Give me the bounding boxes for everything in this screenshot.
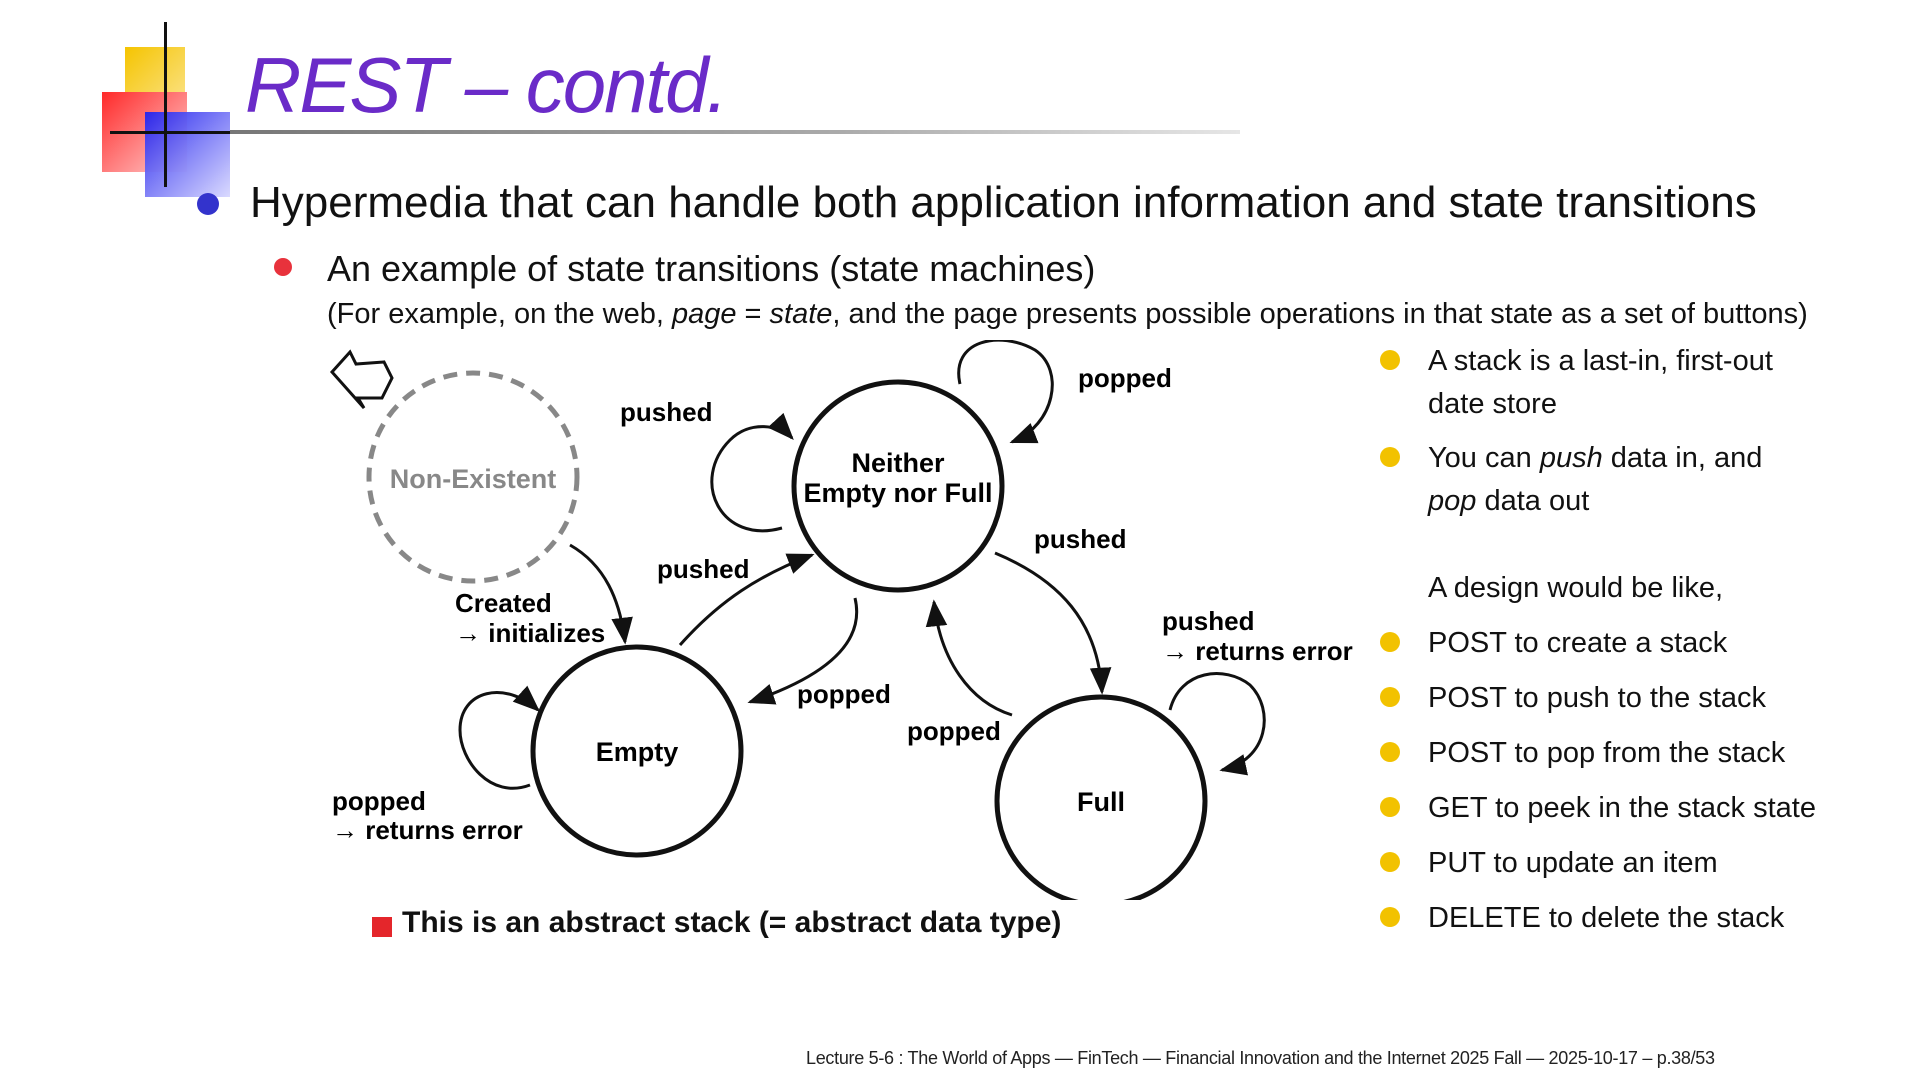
logo-blue-square (145, 112, 230, 197)
push-pre: You can (1428, 442, 1540, 474)
logo-vertical-line (164, 22, 167, 187)
start-arrow-icon (329, 349, 394, 409)
state-neither-label-2: Empty nor Full (804, 478, 993, 508)
state-neither-label-1: Neither (851, 448, 945, 478)
design-item-5: PUT to update an item (1428, 847, 1718, 879)
right-item-push-pop-2: pop data out (1428, 485, 1589, 518)
logo-horizontal-line (110, 131, 230, 134)
label-pushed-empty-neither: pushed (657, 554, 749, 584)
arrow-full-to-neither (925, 599, 1013, 717)
arrow-neither-to-full (994, 551, 1112, 695)
design-item-2: POST to push to the stack (1428, 682, 1766, 714)
web-example-state: state (769, 298, 833, 330)
design-item-4: GET to peek in the stack state (1428, 792, 1816, 824)
label-pushed-full-1: pushed (1162, 606, 1254, 636)
label-popped-full-neither: popped (907, 716, 1001, 746)
state-non-existent-label: Non-Existent (390, 464, 557, 494)
right-bullet-dot-8 (1380, 907, 1400, 927)
right-item-stack-def-1: A stack is a last-in, first-out (1428, 345, 1773, 377)
right-bullet-dot-3 (1380, 632, 1400, 652)
web-example-pre: (For example, on the web, (327, 298, 672, 330)
label-popped-top-loop: popped (1078, 363, 1172, 393)
label-created-1: Created (455, 588, 552, 618)
label-pushed-top-loop: pushed (620, 397, 712, 427)
design-item-6: DELETE to delete the stack (1428, 902, 1785, 934)
bullet-level2-dot (274, 258, 292, 276)
pop-post: data out (1476, 485, 1590, 517)
label-created-2: → initializes (455, 618, 605, 648)
label-popped-neither-empty: popped (797, 679, 891, 709)
slide-logo (100, 22, 240, 197)
web-example-post: , and the page presents possible operati… (832, 298, 1808, 330)
right-item-stack-def-2: date store (1428, 388, 1557, 420)
state-non-existent (366, 370, 580, 584)
label-pushed-full-2: → returns error (1162, 636, 1353, 666)
bullet-level1-dot (197, 193, 219, 215)
right-bullet-dot-7 (1380, 852, 1400, 872)
right-bullet-dot-5 (1380, 742, 1400, 762)
push-em: push (1539, 442, 1603, 474)
state-diagram: Non-Existent Neither Empty nor Full Empt… (329, 340, 1353, 900)
label-pushed-neither-full: pushed (1034, 524, 1126, 554)
legend-square-icon (372, 917, 392, 937)
right-bullet-dot-2 (1380, 447, 1400, 467)
right-bullet-dot-1 (1380, 350, 1400, 370)
legend-text: This is an abstract stack (= abstract da… (402, 906, 1062, 939)
title-underline (230, 130, 1240, 134)
arrow-full-loop (1168, 672, 1266, 776)
right-bullet-dot-4 (1380, 687, 1400, 707)
design-item-1: POST to create a stack (1428, 627, 1728, 659)
design-item-3: POST to pop from the stack (1428, 737, 1786, 769)
bullet-hypermedia: Hypermedia that can handle both applicat… (250, 178, 1757, 227)
label-popped-empty-2: → returns error (332, 815, 523, 845)
right-bullet-dot-6 (1380, 797, 1400, 817)
state-full (994, 694, 1208, 900)
slide-footer: Lecture 5-6 : The World of Apps — FinTec… (806, 1048, 1715, 1068)
state-empty-label: Empty (596, 737, 679, 767)
bullet-web-example: (For example, on the web, page = state, … (327, 298, 1808, 331)
pop-em: pop (1428, 485, 1477, 517)
web-example-eq: = (736, 298, 770, 330)
bullet-state-transitions: An example of state transitions (state m… (327, 248, 1096, 289)
arrow-neither-to-empty (747, 597, 859, 705)
push-post: data in, and (1602, 442, 1763, 474)
state-full-label: Full (1077, 787, 1125, 817)
arrow-neither-loop-popped (957, 340, 1054, 444)
arrow-created (569, 543, 633, 645)
right-item-push-pop-1: You can push data in, and (1428, 442, 1762, 475)
arrow-empty-loop (458, 685, 540, 790)
label-popped-empty-1: popped (332, 786, 426, 816)
web-example-page: page (671, 298, 737, 330)
arrow-empty-to-neither (678, 553, 815, 646)
arrow-neither-loop-pushed (710, 412, 794, 533)
state-neither-empty-nor-full (791, 379, 1005, 593)
state-empty (530, 644, 744, 858)
slide-title: REST – contd. (245, 41, 728, 129)
design-intro: A design would be like, (1428, 572, 1724, 604)
